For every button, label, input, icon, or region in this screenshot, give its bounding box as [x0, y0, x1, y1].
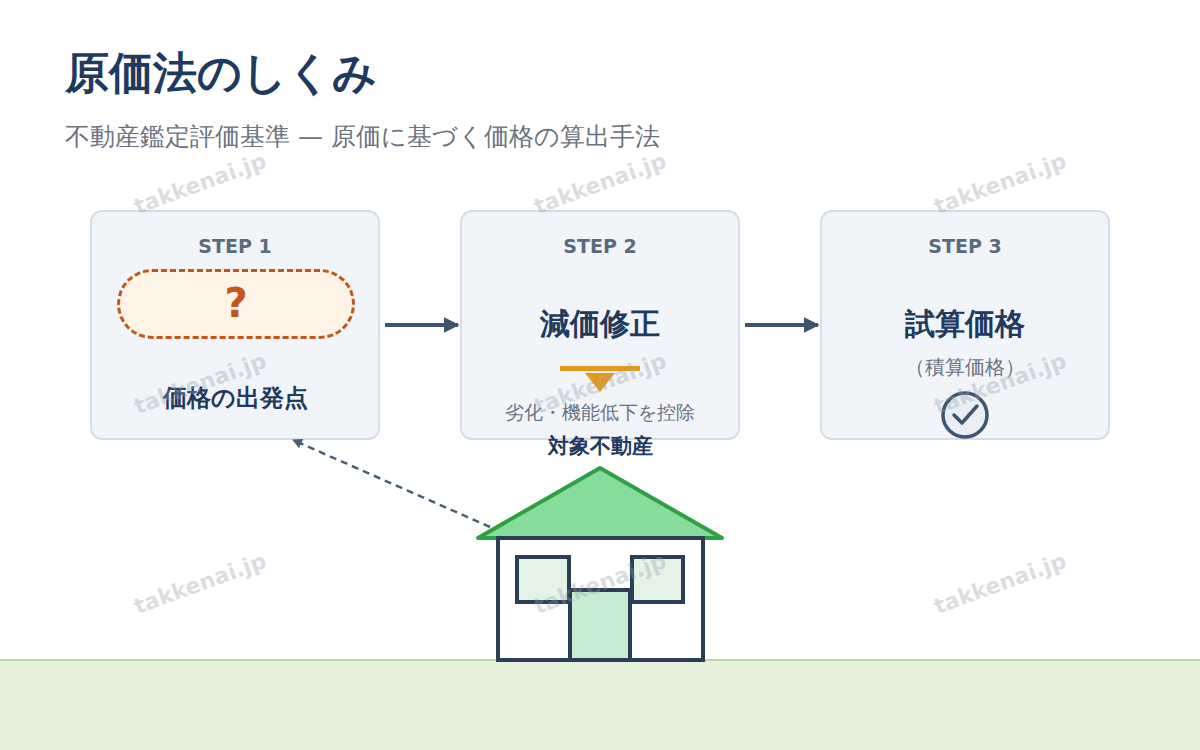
- flow-arrow: [385, 323, 458, 327]
- step-note: 劣化・機能低下を控除: [462, 401, 738, 424]
- dashed-arrow: [293, 440, 490, 527]
- step-label: STEP 2: [462, 235, 738, 258]
- house-window: [632, 557, 683, 602]
- step-box: STEP 3 試算価格 （積算価格）: [820, 210, 1110, 440]
- step-text: 試算価格: [822, 306, 1108, 342]
- watermark: takkenai.jp: [521, 544, 680, 622]
- house-window: [517, 557, 569, 602]
- watermark: takkenai.jp: [921, 544, 1080, 622]
- house-label: 対象不動産: [490, 434, 710, 459]
- title: 原価法のしくみ: [65, 44, 377, 103]
- step-note: （積算価格）: [822, 355, 1108, 379]
- property-house: 対象不動産: [490, 432, 710, 662]
- house-body: [498, 538, 703, 660]
- flow-arrow: [745, 323, 818, 327]
- house-roof: [478, 468, 722, 538]
- unknown-pill: ?: [117, 269, 355, 339]
- watermark: takkenai.jp: [121, 544, 280, 622]
- question-mark: ?: [120, 279, 352, 327]
- step-label: STEP 1: [92, 235, 378, 258]
- step-text: 減価修正: [462, 306, 738, 342]
- house-door: [570, 590, 630, 660]
- step-text: 価格の出発点: [92, 384, 378, 413]
- step-box: STEP 1 価格の出発点?: [90, 210, 380, 440]
- step-box: STEP 2 減価修正劣化・機能低下を控除: [460, 210, 740, 440]
- caption: 不動産鑑定評価基準 — 原価に基づく価格の算出手法: [65, 120, 660, 153]
- step-label: STEP 3: [822, 235, 1108, 258]
- ground: [0, 660, 1200, 750]
